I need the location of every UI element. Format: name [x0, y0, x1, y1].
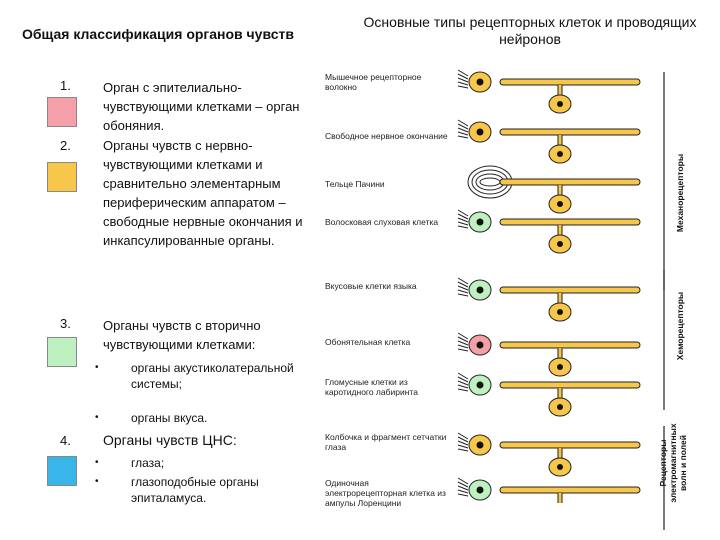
- receptor-process: [457, 344, 469, 349]
- receptor-process: [457, 285, 469, 291]
- receptor-process: [457, 436, 469, 443]
- caption-cone-retina: Колбочка и фрагмент сетчатки глаза: [325, 432, 447, 452]
- receptor-process: [457, 277, 469, 285]
- item-1-text: Орган с эпителиально-чувствующими клетка…: [103, 80, 300, 133]
- nerve-fiber: [499, 486, 641, 494]
- receptor-rows: [457, 69, 641, 503]
- receptor-process: [457, 85, 469, 89]
- receptor-process: [457, 388, 469, 392]
- caption-glomus-cells: Гломусные клетки из каротидного лабиринт…: [325, 377, 418, 397]
- pacinian-lamella: [479, 177, 501, 187]
- item-2-color-swatch: [47, 162, 77, 192]
- neuron-nucleus: [557, 309, 563, 315]
- receptor-nucleus: [476, 441, 484, 449]
- neuron-nucleus: [557, 101, 563, 107]
- caption-hair-cell: Волосковая слуховая клетка: [325, 217, 439, 227]
- item-3-color-swatch: [47, 337, 77, 367]
- receptor-process: [457, 481, 469, 488]
- receptor-process: [457, 135, 469, 139]
- receptor-process: [457, 380, 469, 386]
- neuron-nucleus: [557, 404, 563, 410]
- item-3-subitem-2: органы вкуса.: [131, 411, 208, 425]
- bullet: •: [95, 457, 99, 468]
- receptor-process: [457, 69, 469, 77]
- receptor-nucleus: [476, 341, 484, 349]
- receptor-process: [457, 127, 469, 133]
- nerve-fiber: [499, 286, 641, 294]
- nerve-fiber: [499, 178, 641, 186]
- caption-taste-cells: Вкусовые клетки языка: [325, 281, 417, 291]
- receptor-process: [457, 340, 469, 346]
- nerve-fiber: [499, 218, 641, 226]
- bullet: •: [95, 476, 99, 487]
- nerve-fiber: [499, 78, 641, 86]
- item-4-subitem-1: глаза;: [131, 456, 165, 470]
- item-2-text: Органы чувств с нервно-чувствующими клет…: [103, 138, 303, 248]
- nerve-fiber: [499, 381, 641, 389]
- right-title: Основные типы рецепторных клеток и прово…: [363, 14, 697, 47]
- item-4-text: Органы чувств ЦНС:: [103, 432, 237, 448]
- nerve-fiber: [499, 128, 641, 136]
- nerve-fiber: [499, 441, 641, 449]
- receptor-process: [457, 376, 469, 383]
- item-4-number: 4.: [60, 433, 71, 448]
- receptor-process: [457, 77, 469, 83]
- caption-pacinian-corpuscle: Тельце Пачини: [325, 179, 385, 189]
- receptor-process: [457, 119, 469, 127]
- receptor-process: [457, 289, 469, 294]
- receptor-process: [457, 485, 469, 491]
- item-4-color-swatch: [47, 456, 77, 486]
- nerve-fiber: [499, 341, 641, 349]
- receptor-nucleus: [476, 486, 484, 494]
- receptor-process: [457, 81, 469, 86]
- neuron-nucleus: [557, 364, 563, 370]
- receptor-process: [457, 384, 469, 389]
- item-3-subitem-1: органы акустиколатеральной системы;: [131, 361, 294, 391]
- receptor-process: [457, 444, 469, 449]
- item-4-subitem-2: глазоподобные органы эпиталамуса.: [131, 475, 259, 505]
- caption-muscle-fiber: Мышечное рецепторное волокно: [325, 72, 422, 92]
- receptor-process: [457, 281, 469, 288]
- receptor-process: [457, 348, 469, 352]
- receptor-process: [457, 432, 469, 440]
- receptor-process: [457, 477, 469, 485]
- receptor-process: [457, 336, 469, 343]
- receptor-process: [457, 131, 469, 136]
- receptor-process: [457, 123, 469, 130]
- receptor-process: [457, 448, 469, 452]
- bullet: •: [95, 362, 99, 373]
- neuron-nucleus: [557, 464, 563, 470]
- receptor-process: [457, 221, 469, 226]
- receptor-nucleus: [476, 381, 484, 389]
- item-3-text: Органы чувств с вторично чувствующими кл…: [103, 318, 261, 352]
- receptor-process: [457, 332, 469, 340]
- receptor-process: [457, 293, 469, 297]
- caption-electroreceptor: Одиночная электрорецепторная клетка из а…: [325, 478, 446, 508]
- neuron-nucleus: [557, 201, 563, 207]
- item-2-number: 2.: [60, 138, 71, 153]
- neuron-nucleus: [557, 241, 563, 247]
- caption-free-nerve-ending: Свободное нервное окончание: [325, 131, 448, 141]
- receptor-process: [457, 213, 469, 220]
- receptor-process: [457, 493, 469, 497]
- receptor-nucleus: [476, 128, 484, 136]
- receptor-process: [457, 440, 469, 446]
- receptor-nucleus: [476, 286, 484, 294]
- bullet: •: [95, 412, 99, 423]
- receptor-process: [457, 489, 469, 494]
- receptor-nucleus: [476, 78, 484, 86]
- receptor-process: [457, 73, 469, 80]
- caption-olfactory-cell: Обонятельная клетка: [325, 337, 411, 347]
- receptor-nucleus: [476, 218, 484, 226]
- left-title: Общая классификация органов чувств: [22, 26, 294, 42]
- item-1-number: 1.: [60, 78, 71, 93]
- receptor-process: [457, 372, 469, 380]
- receptor-process: [457, 217, 469, 223]
- item-1-color-swatch: [47, 97, 77, 127]
- receptor-process: [457, 225, 469, 229]
- receptor-process: [457, 209, 469, 217]
- neuron-nucleus: [557, 151, 563, 157]
- item-3-number: 3.: [60, 316, 71, 331]
